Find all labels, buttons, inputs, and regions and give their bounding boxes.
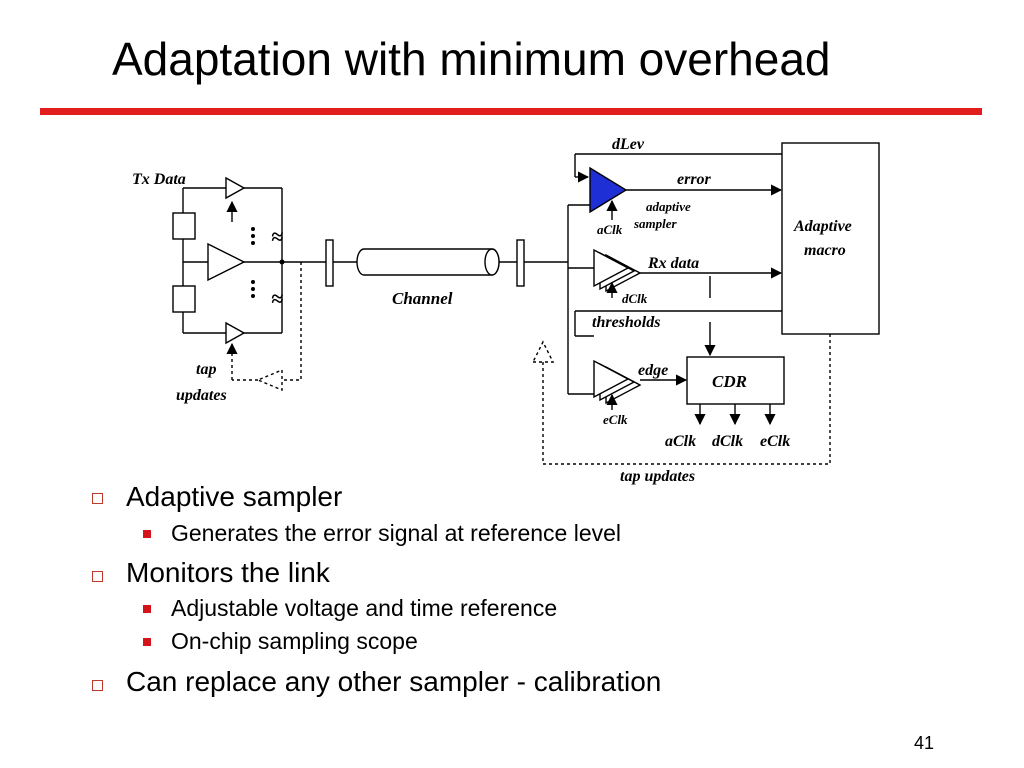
channel-pad-right bbox=[516, 239, 525, 287]
cdr-box bbox=[686, 356, 785, 405]
label-tap-updates-left-2: updates bbox=[176, 387, 227, 404]
label-aclk-sampler: aClk bbox=[597, 222, 623, 237]
label-thresholds: thresholds bbox=[592, 314, 660, 331]
slide-title: Adaptation with minimum overhead bbox=[112, 33, 831, 85]
delay-box-top bbox=[172, 212, 196, 240]
label-eclk-sampler: eClk bbox=[603, 412, 628, 427]
label-adaptive-sampler-2: sampler bbox=[633, 216, 678, 231]
label-dclk-out: dClk bbox=[712, 433, 743, 450]
label-channel: Channel bbox=[392, 289, 453, 308]
label-eclk-out: eClk bbox=[760, 433, 790, 450]
label-rx-data: Rx data bbox=[647, 255, 699, 272]
label-adaptive-macro-1: Adaptive bbox=[793, 218, 852, 235]
page-number: 41 bbox=[914, 733, 935, 753]
sub-bullet-sampling-scope: On-chip sampling scope bbox=[171, 628, 418, 654]
data-sampler bbox=[593, 248, 630, 288]
tap-ellipsis bbox=[251, 227, 285, 298]
sub-bullet-marker bbox=[143, 530, 151, 538]
delay-box-bottom bbox=[172, 285, 196, 313]
bullet-marker bbox=[92, 571, 103, 582]
sub-bullet-marker bbox=[143, 605, 151, 613]
tap-amp-top bbox=[225, 176, 246, 200]
label-tap-updates-left-1: tap bbox=[196, 361, 216, 378]
label-aclk-out: aClk bbox=[665, 433, 696, 450]
approx-symbol-bottom: ≈ bbox=[271, 286, 283, 311]
tap-updates-loop-rx bbox=[542, 334, 831, 465]
label-adaptive-sampler-1: adaptive bbox=[646, 199, 691, 214]
sub-bullet-marker bbox=[143, 638, 151, 646]
sub-bullet-voltage-time: Adjustable voltage and time reference bbox=[171, 595, 558, 621]
bullet-calibration: Can replace any other sampler - calibrat… bbox=[126, 666, 662, 697]
title-underline bbox=[40, 108, 982, 115]
bullet-marker bbox=[92, 493, 103, 504]
label-cdr: CDR bbox=[712, 372, 747, 391]
adaptive-macro-box bbox=[781, 142, 880, 335]
approx-symbol-top: ≈ bbox=[271, 224, 283, 249]
tap-amp-bottom bbox=[225, 321, 246, 345]
sub-bullet-error-signal: Generates the error signal at reference … bbox=[171, 520, 622, 546]
tap-amp-main bbox=[207, 242, 246, 282]
bullet-monitors-link: Monitors the link bbox=[126, 557, 330, 588]
label-dlev: dLev bbox=[612, 136, 645, 153]
edge-sampler bbox=[593, 359, 630, 399]
label-tx-data: Tx Data bbox=[132, 171, 186, 188]
bullet-adaptive-sampler: Adaptive sampler bbox=[126, 481, 343, 512]
label-dclk-sampler: dClk bbox=[622, 291, 648, 306]
channel-pad-left bbox=[325, 239, 334, 287]
label-adaptive-macro-2: macro bbox=[804, 242, 846, 259]
label-error: error bbox=[677, 171, 712, 188]
label-tap-updates-bottom: tap updates bbox=[620, 468, 695, 485]
bullet-marker bbox=[92, 680, 103, 691]
label-edge: edge bbox=[638, 362, 668, 379]
